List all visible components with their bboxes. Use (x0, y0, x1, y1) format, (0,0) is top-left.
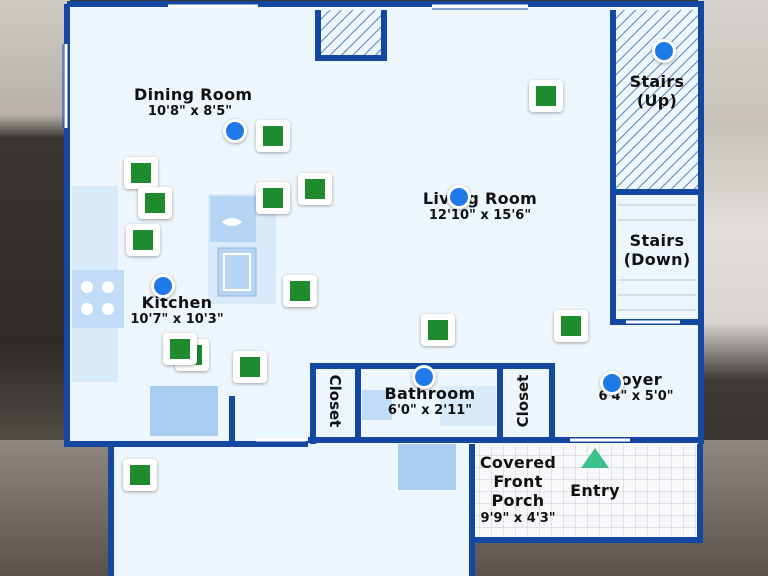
panorama-marker-foyer[interactable] (600, 371, 624, 395)
photo-marker[interactable] (256, 120, 290, 152)
entry-name: Entry (570, 481, 620, 500)
living-room-size: 12'10" x 15'6" (428, 208, 532, 224)
photo-marker[interactable] (554, 310, 588, 342)
closet-right-label: Closet (514, 374, 532, 428)
dining-room-name: Dining Room (134, 85, 253, 104)
stairs-down-line1: Stairs (629, 231, 685, 250)
photo-marker[interactable] (123, 459, 157, 491)
stairs-down-line2: (Down) (623, 250, 691, 270)
porch-line2: Front (493, 472, 543, 492)
photo-marker[interactable] (298, 173, 332, 205)
bathroom-name: Bathroom (384, 384, 476, 403)
porch-label: Covered Front Porch 9'9" x 4'3" (474, 453, 562, 526)
porch-line3: Porch (491, 491, 545, 511)
stairs-down-label: Stairs (Down) (618, 231, 696, 270)
photo-marker[interactable] (529, 80, 563, 112)
photo-marker[interactable] (256, 182, 290, 214)
bathroom-size: 6'0" x 2'11" (387, 403, 473, 419)
panorama-marker-living[interactable] (447, 185, 471, 209)
porch-size: 9'9" x 4'3" (480, 510, 556, 526)
entry-marker-icon[interactable] (581, 448, 609, 468)
kitchen-label: Kitchen 10'7" x 10'3" (124, 293, 230, 328)
dining-room-label: Dining Room 10'8" x 8'5" (134, 85, 253, 120)
stairs-up-label: Stairs (Up) (622, 72, 692, 110)
photo-marker[interactable] (163, 333, 197, 365)
kitchen-name: Kitchen (141, 293, 213, 312)
entry-label: Entry (566, 481, 624, 500)
living-room-name: Living Room (422, 189, 538, 208)
living-room-label: Living Room 12'10" x 15'6" (420, 189, 540, 224)
stairs-up-line2: (Up) (636, 91, 678, 111)
photo-marker[interactable] (126, 224, 160, 256)
photo-marker[interactable] (124, 157, 158, 189)
photo-marker[interactable] (233, 351, 267, 383)
panorama-marker-kitchen[interactable] (151, 274, 175, 298)
panorama-marker-bathroom[interactable] (412, 365, 436, 389)
stairs-up-line1: Stairs (629, 72, 685, 91)
kitchen-size: 10'7" x 10'3" (130, 312, 224, 328)
porch-line1: Covered (479, 453, 557, 472)
closet-left-label: Closet (326, 374, 344, 428)
photo-marker[interactable] (421, 314, 455, 346)
dining-room-size: 10'8" x 8'5" (147, 104, 233, 120)
photo-marker[interactable] (283, 275, 317, 307)
panorama-marker-dining[interactable] (223, 119, 247, 143)
photo-marker[interactable] (138, 187, 172, 219)
bathroom-label: Bathroom 6'0" x 2'11" (378, 384, 482, 419)
panorama-marker-stairs-up[interactable] (652, 39, 676, 63)
